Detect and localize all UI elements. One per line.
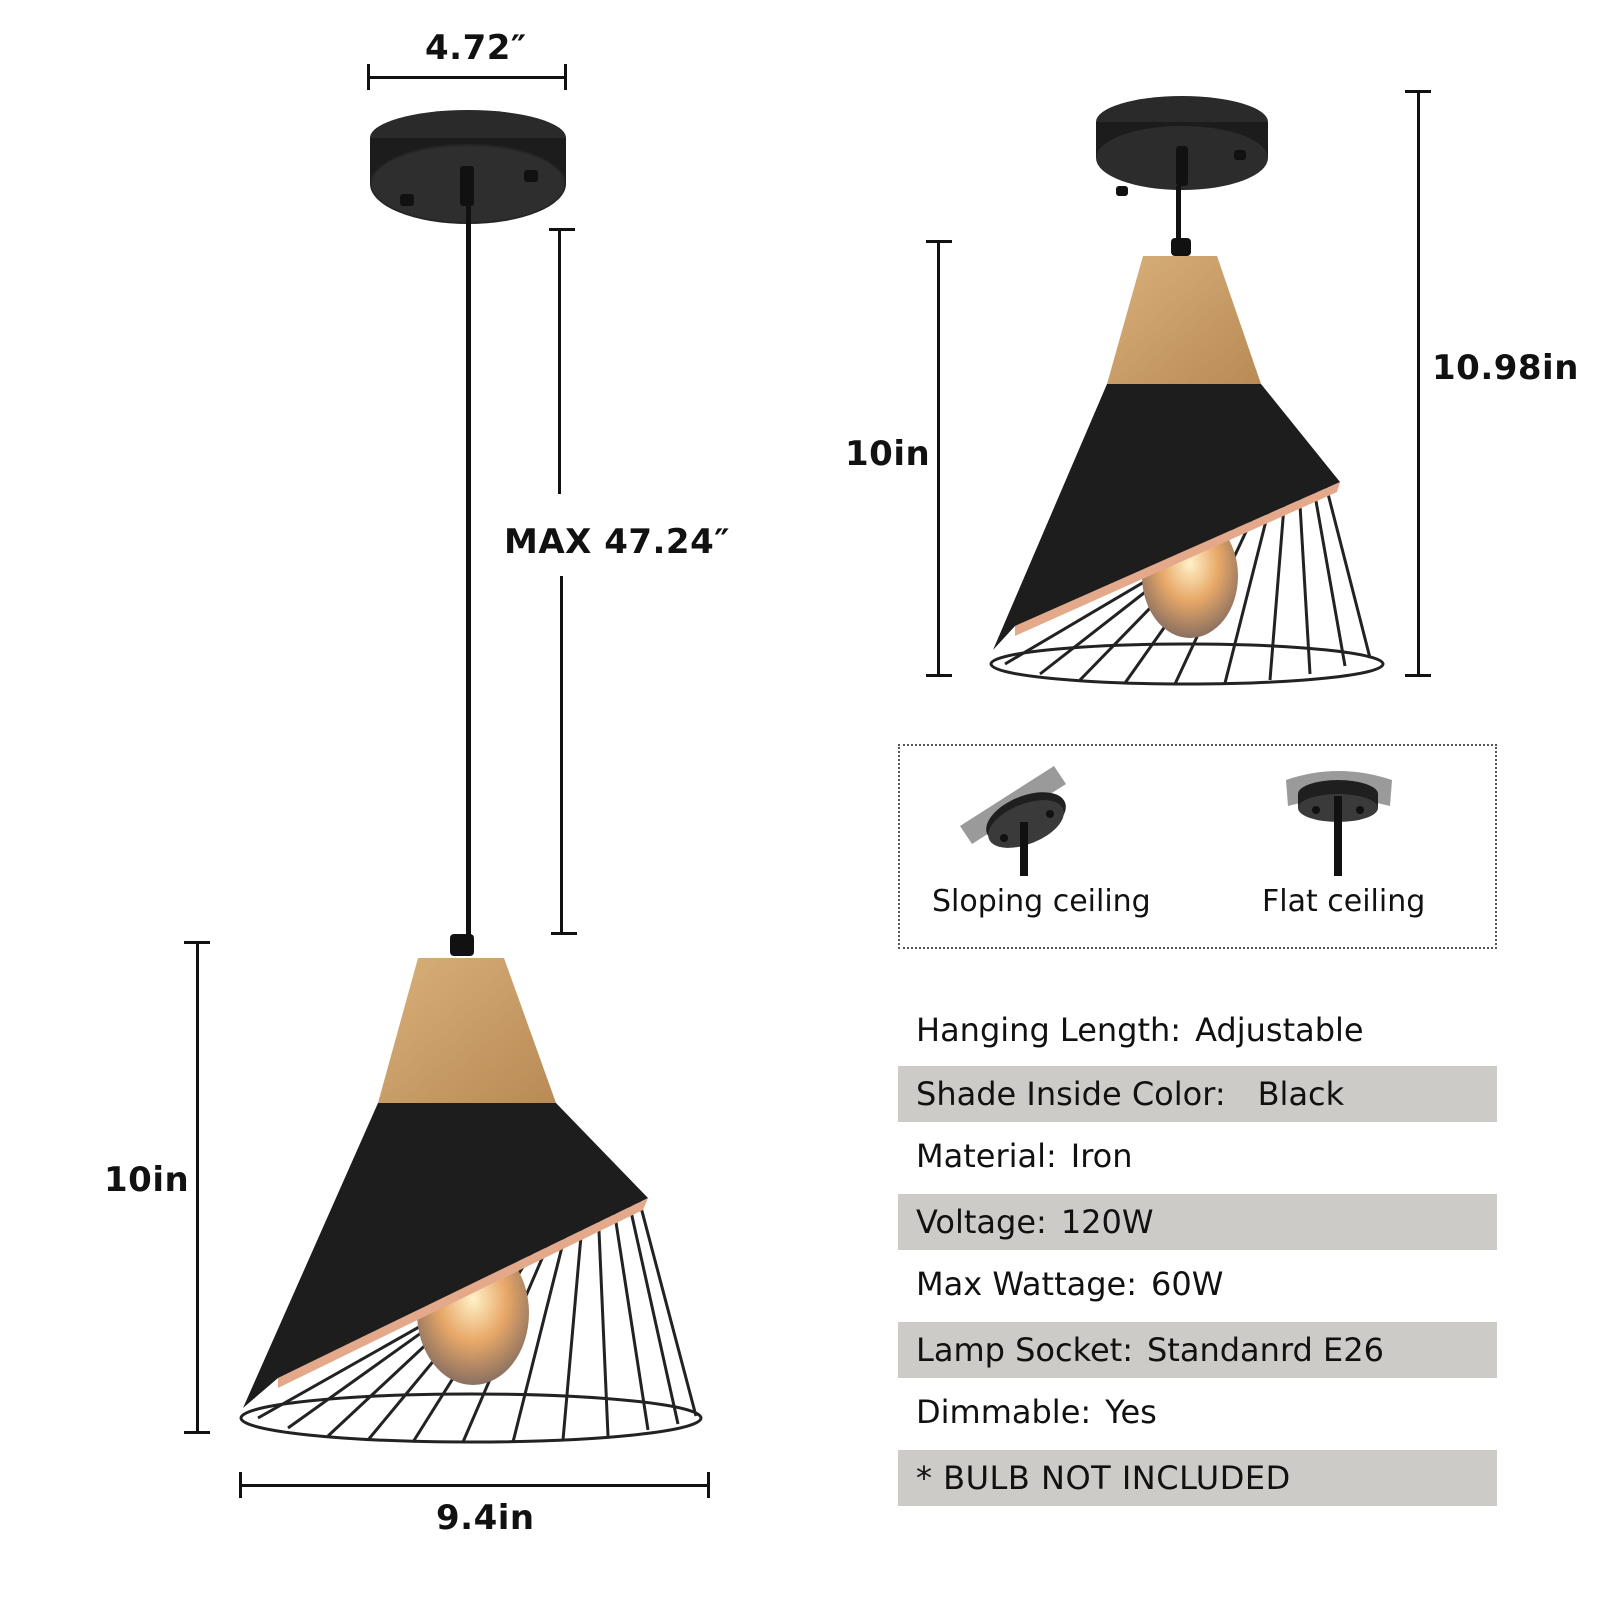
spec-key: Dimmable: <box>916 1393 1092 1431</box>
left-shade-width-label: 9.4in <box>436 1498 535 1538</box>
spec-value: Standanrd E26 <box>1146 1331 1384 1369</box>
spec-key: Hanging Length: <box>916 1011 1182 1049</box>
shade-height-dimension-line <box>196 941 199 1433</box>
shade-width-dimension-line <box>239 1484 709 1487</box>
canopy-width-label: 4.72″ <box>425 28 527 68</box>
mounting-options-panel <box>898 744 1497 949</box>
spec-row-max-wattage: Max Wattage: 60W <box>898 1256 1497 1312</box>
spec-value: Iron <box>1070 1137 1133 1175</box>
spec-row-voltage: Voltage: 120W <box>898 1194 1497 1250</box>
cord-length-dimension-line <box>560 576 563 934</box>
right-total-height-label: 10.98in <box>1432 348 1579 388</box>
sloping-ceiling-label: Sloping ceiling <box>932 884 1151 919</box>
flat-ceiling-label: Flat ceiling <box>1262 884 1426 919</box>
spec-row-hanging-length: Hanging Length: Adjustable <box>898 1002 1497 1058</box>
spec-row-material: Material: Iron <box>898 1128 1497 1184</box>
ceiling-canopy-icon <box>370 110 566 224</box>
short-stem <box>1176 186 1181 252</box>
spec-value: Yes <box>1105 1393 1157 1431</box>
spec-row-lamp-socket: Lamp Socket: Standanrd E26 <box>898 1322 1497 1378</box>
ceiling-canopy-icon <box>1096 96 1268 196</box>
spec-row-shade-inside-color: Shade Inside Color: Black <box>898 1066 1497 1122</box>
spec-key: Material: <box>916 1137 1057 1175</box>
dimension-tick <box>564 64 567 90</box>
left-shade-height-label: 10in <box>104 1160 190 1200</box>
spec-key: Max Wattage: <box>916 1265 1138 1303</box>
note-text: * BULB NOT INCLUDED <box>916 1459 1291 1497</box>
shade-height-dimension-line <box>937 240 940 676</box>
dimension-tick <box>551 932 577 935</box>
canopy-width-dimension-line <box>368 76 567 79</box>
power-cord <box>466 205 471 950</box>
spec-value: Adjustable <box>1195 1011 1364 1049</box>
pendant-shade-icon <box>239 934 703 1444</box>
spec-row-dimmable: Dimmable: Yes <box>898 1384 1497 1440</box>
dimension-tick <box>707 1472 710 1498</box>
dimension-tick <box>367 64 370 90</box>
flat-ceiling-mount-icon <box>1286 771 1392 876</box>
spec-value: 120W <box>1060 1203 1154 1241</box>
spec-key: Voltage: <box>916 1203 1047 1241</box>
sloping-ceiling-mount-icon <box>960 766 1066 876</box>
total-height-dimension-line <box>1417 90 1420 676</box>
spec-value: 60W <box>1151 1265 1224 1303</box>
spec-value: Black <box>1257 1075 1345 1113</box>
right-shade-height-label: 10in <box>845 434 931 474</box>
bulb-not-included-note: * BULB NOT INCLUDED <box>898 1450 1497 1506</box>
dimension-tick <box>1405 674 1431 677</box>
spec-key: Shade Inside Color: <box>916 1075 1226 1113</box>
max-cord-length-label: MAX 47.24″ <box>504 522 730 562</box>
dimension-tick <box>926 674 952 677</box>
dimension-tick <box>549 228 575 231</box>
spec-key: Lamp Socket: <box>916 1331 1133 1369</box>
cord-length-dimension-line <box>558 228 561 494</box>
dimension-tick <box>184 1431 210 1434</box>
pendant-shade-icon <box>989 238 1385 686</box>
